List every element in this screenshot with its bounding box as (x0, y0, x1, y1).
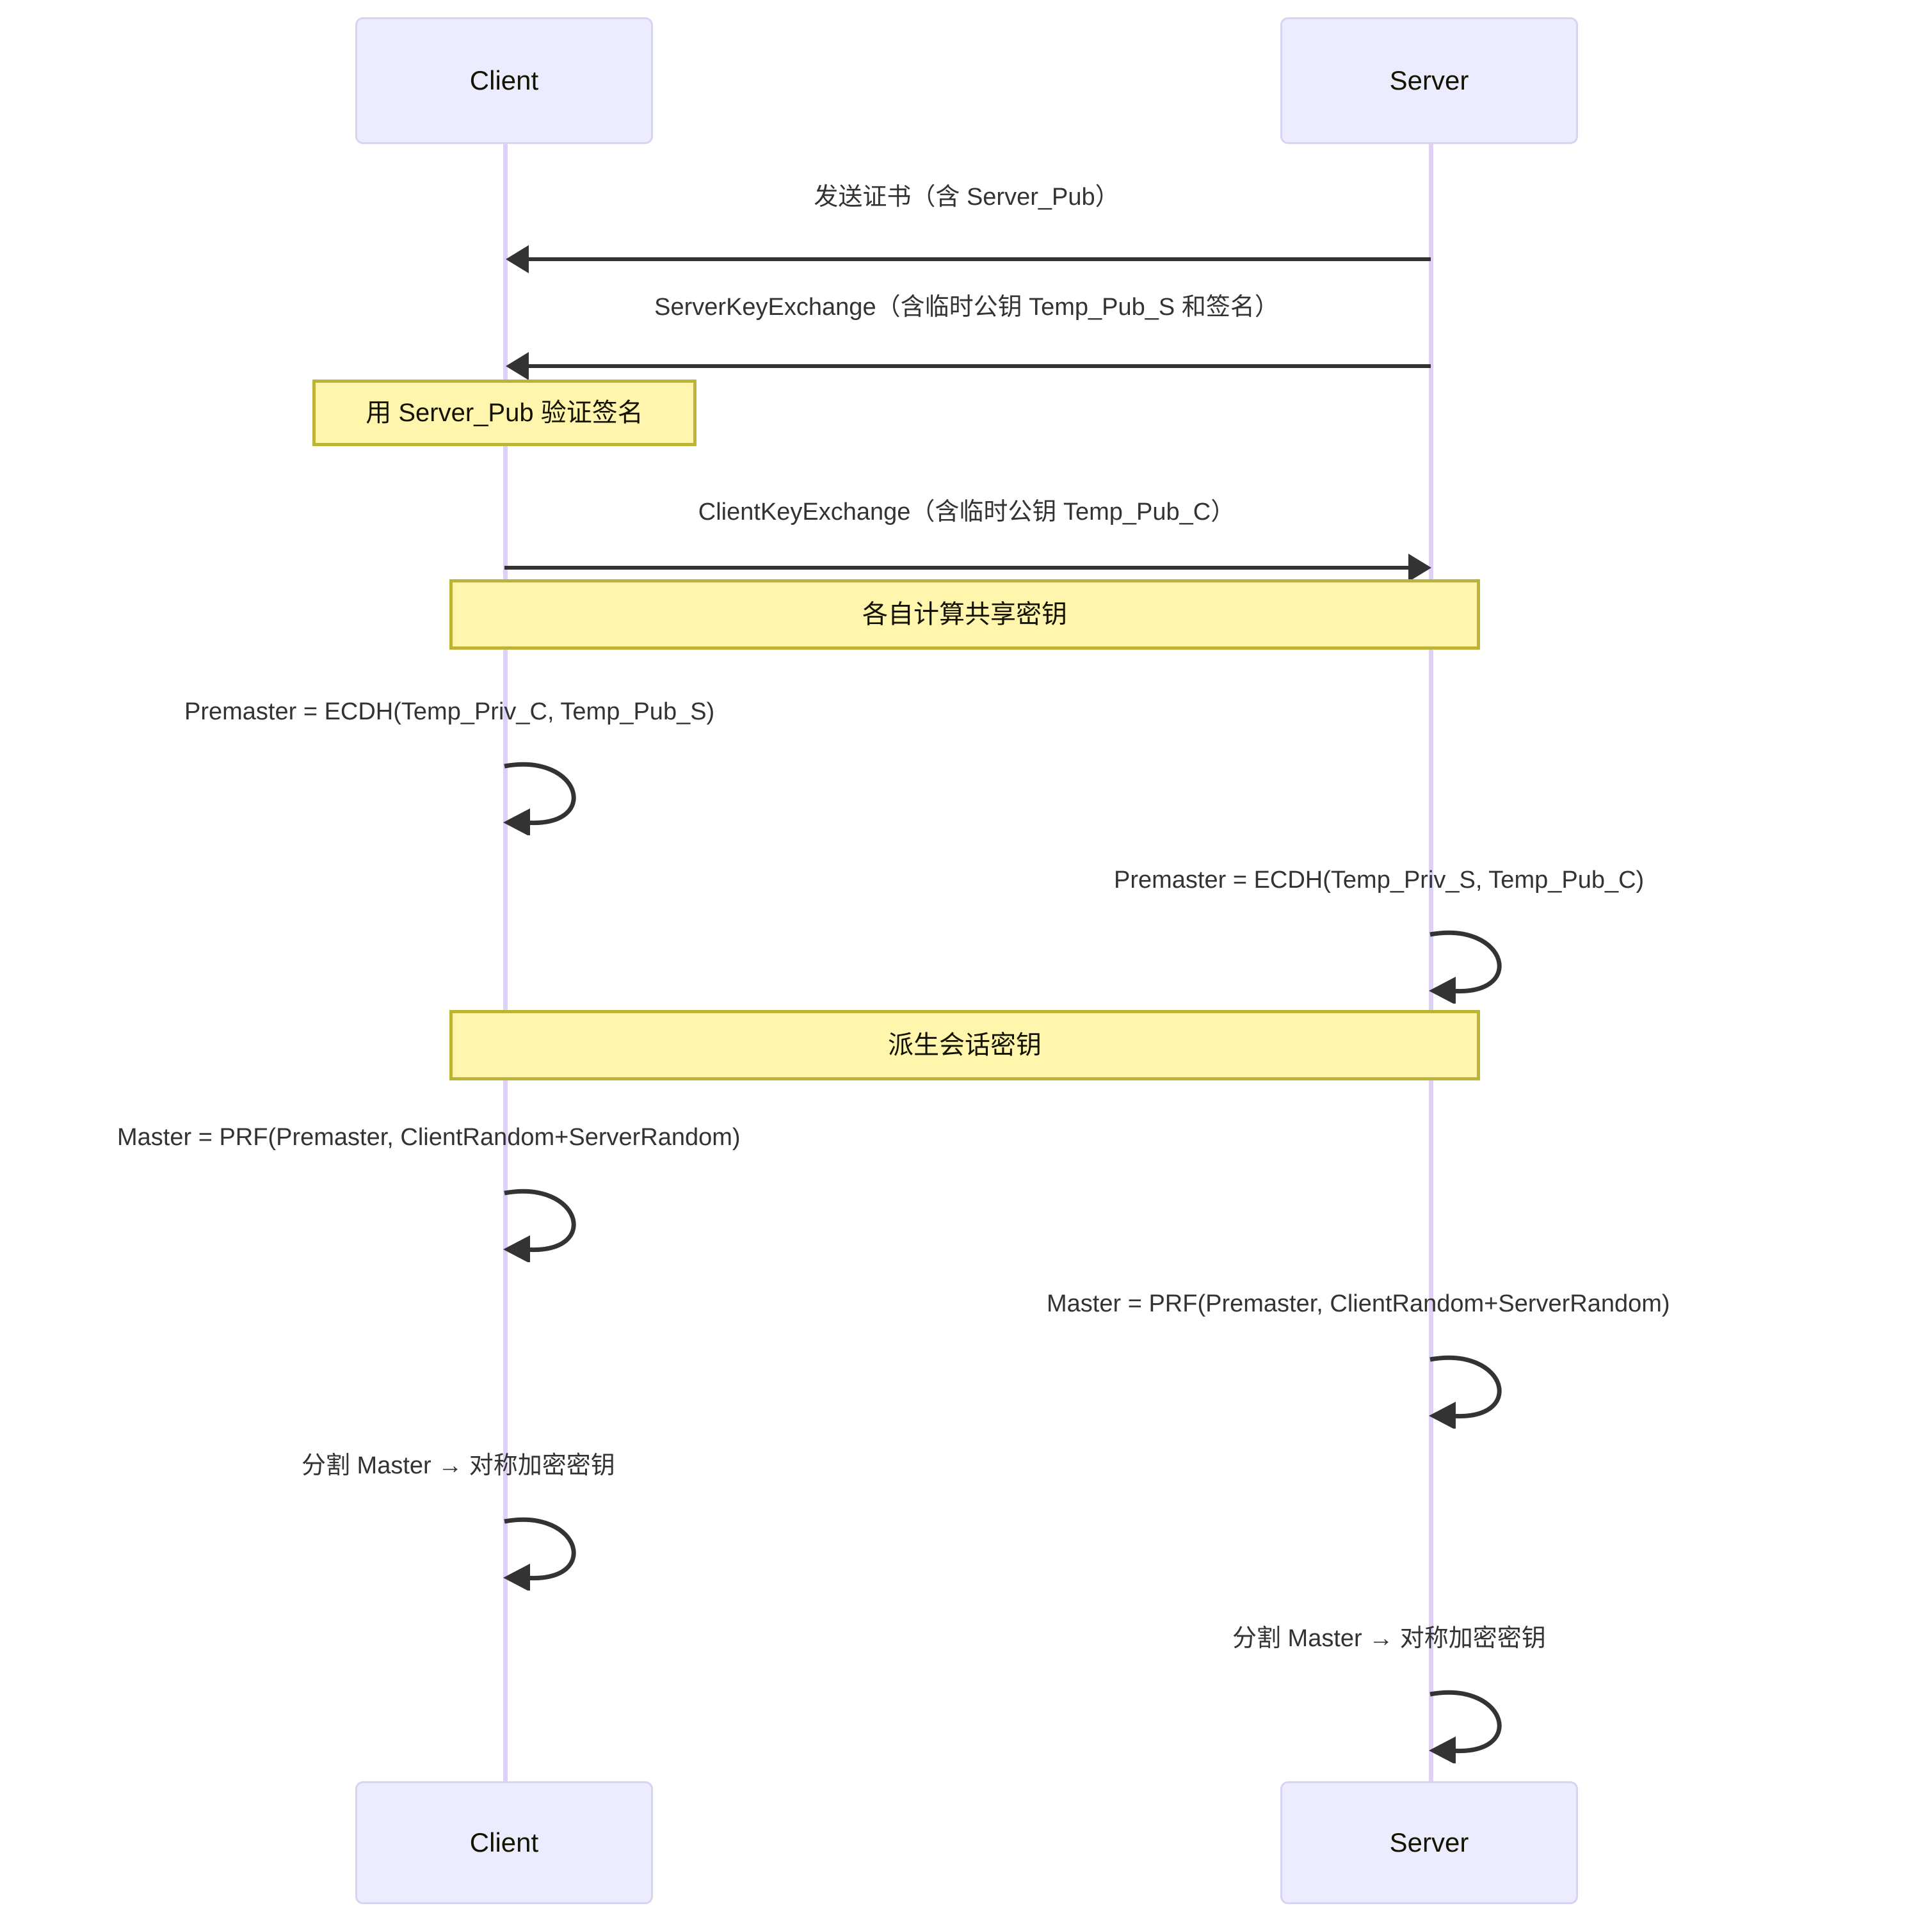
self-message-loop-6 (1429, 1690, 1502, 1763)
message-arrow-head-2 (506, 352, 529, 380)
self-message-label-5: 分割 Master → 对称加密密钥 (302, 1452, 615, 1479)
note-verify-signature-text: 用 Server_Pub 验证签名 (366, 399, 643, 427)
self-message-loop-5 (503, 1517, 576, 1591)
actor-server-top[interactable]: Server (1280, 17, 1578, 144)
actor-client-bottom[interactable]: Client (355, 1781, 653, 1904)
note-derive-session-key: 派生会话密钥 (449, 1010, 1480, 1080)
note-compute-shared-key: 各自计算共享密钥 (449, 579, 1480, 650)
actor-server-bottom[interactable]: Server (1280, 1781, 1578, 1904)
message-arrow-head-1 (506, 245, 529, 273)
self-message-loop-4 (1429, 1355, 1502, 1429)
lifeline-server (1429, 144, 1433, 1781)
message-label-3: ClientKeyExchange（含临时公钥 Temp_Pub_C） (698, 499, 1236, 525)
actor-client-top-label: Client (469, 65, 539, 95)
message-arrow-line-2 (519, 364, 1431, 368)
message-arrow-head-3 (1408, 554, 1431, 582)
message-arrow-line-3 (504, 566, 1416, 570)
self-message-loop-1 (503, 762, 576, 835)
self-message-label-3: Master = PRF(Premaster, ClientRandom+Ser… (117, 1124, 741, 1151)
self-message-label-4: Master = PRF(Premaster, ClientRandom+Ser… (1047, 1290, 1670, 1317)
actor-client-bottom-label: Client (469, 1827, 539, 1857)
actor-server-bottom-label: Server (1389, 1827, 1469, 1857)
note-derive-session-key-text: 派生会话密钥 (888, 1031, 1042, 1059)
self-message-loop-2 (1429, 930, 1502, 1004)
message-label-1: 发送证书（含 Server_Pub） (814, 184, 1120, 211)
message-arrow-line-1 (519, 257, 1431, 261)
self-message-loop-3 (503, 1189, 576, 1262)
actor-client-top[interactable]: Client (355, 17, 653, 144)
lifeline-client (503, 144, 508, 1781)
note-verify-signature: 用 Server_Pub 验证签名 (312, 380, 696, 446)
self-message-label-6: 分割 Master → 对称加密密钥 (1232, 1625, 1546, 1652)
actor-server-top-label: Server (1389, 65, 1469, 95)
message-label-2: ServerKeyExchange（含临时公钥 Temp_Pub_S 和签名） (654, 294, 1279, 321)
self-message-label-2: Premaster = ECDH(Temp_Priv_S, Temp_Pub_C… (1114, 867, 1645, 894)
note-compute-shared-key-text: 各自计算共享密钥 (862, 600, 1067, 629)
self-message-label-1: Premaster = ECDH(Temp_Priv_C, Temp_Pub_S… (184, 698, 715, 725)
